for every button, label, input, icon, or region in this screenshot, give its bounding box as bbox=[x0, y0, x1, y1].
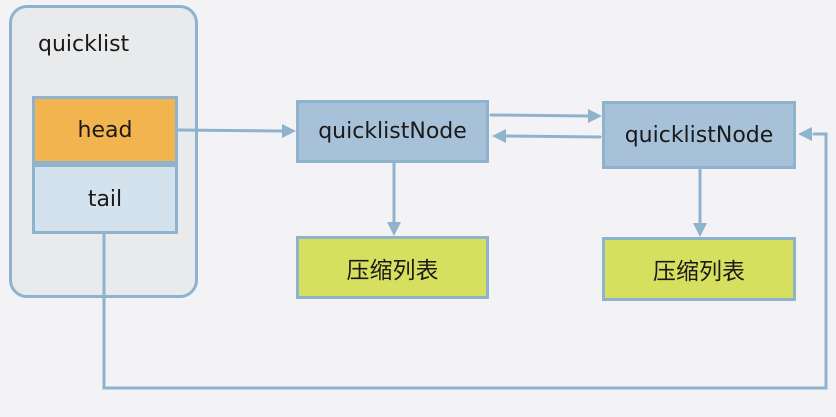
ziplist-box-1: 压缩列表 bbox=[296, 236, 489, 299]
next-arrowhead bbox=[588, 109, 602, 123]
prev-arrowhead bbox=[492, 129, 506, 143]
quicklist-node-1: quicklistNode bbox=[296, 100, 489, 163]
head-pointer-box: head bbox=[32, 96, 178, 164]
quicklist-title: quicklist bbox=[38, 32, 130, 57]
head-arrowhead bbox=[282, 124, 296, 138]
ziplist-box-2: 压缩列表 bbox=[602, 237, 796, 301]
tail-arrowhead bbox=[798, 127, 812, 141]
tail-to-node2-arrow bbox=[102, 132, 828, 390]
ziplist1-arrowhead bbox=[387, 222, 401, 236]
tail-pointer-box: tail bbox=[32, 164, 178, 234]
ziplist2-arrowhead bbox=[693, 223, 707, 237]
node2-prev-arrow bbox=[504, 134, 602, 139]
node1-next-arrow bbox=[489, 113, 592, 118]
head-to-node1-arrow bbox=[176, 128, 285, 133]
quicklist-node-2: quicklistNode bbox=[602, 101, 796, 169]
